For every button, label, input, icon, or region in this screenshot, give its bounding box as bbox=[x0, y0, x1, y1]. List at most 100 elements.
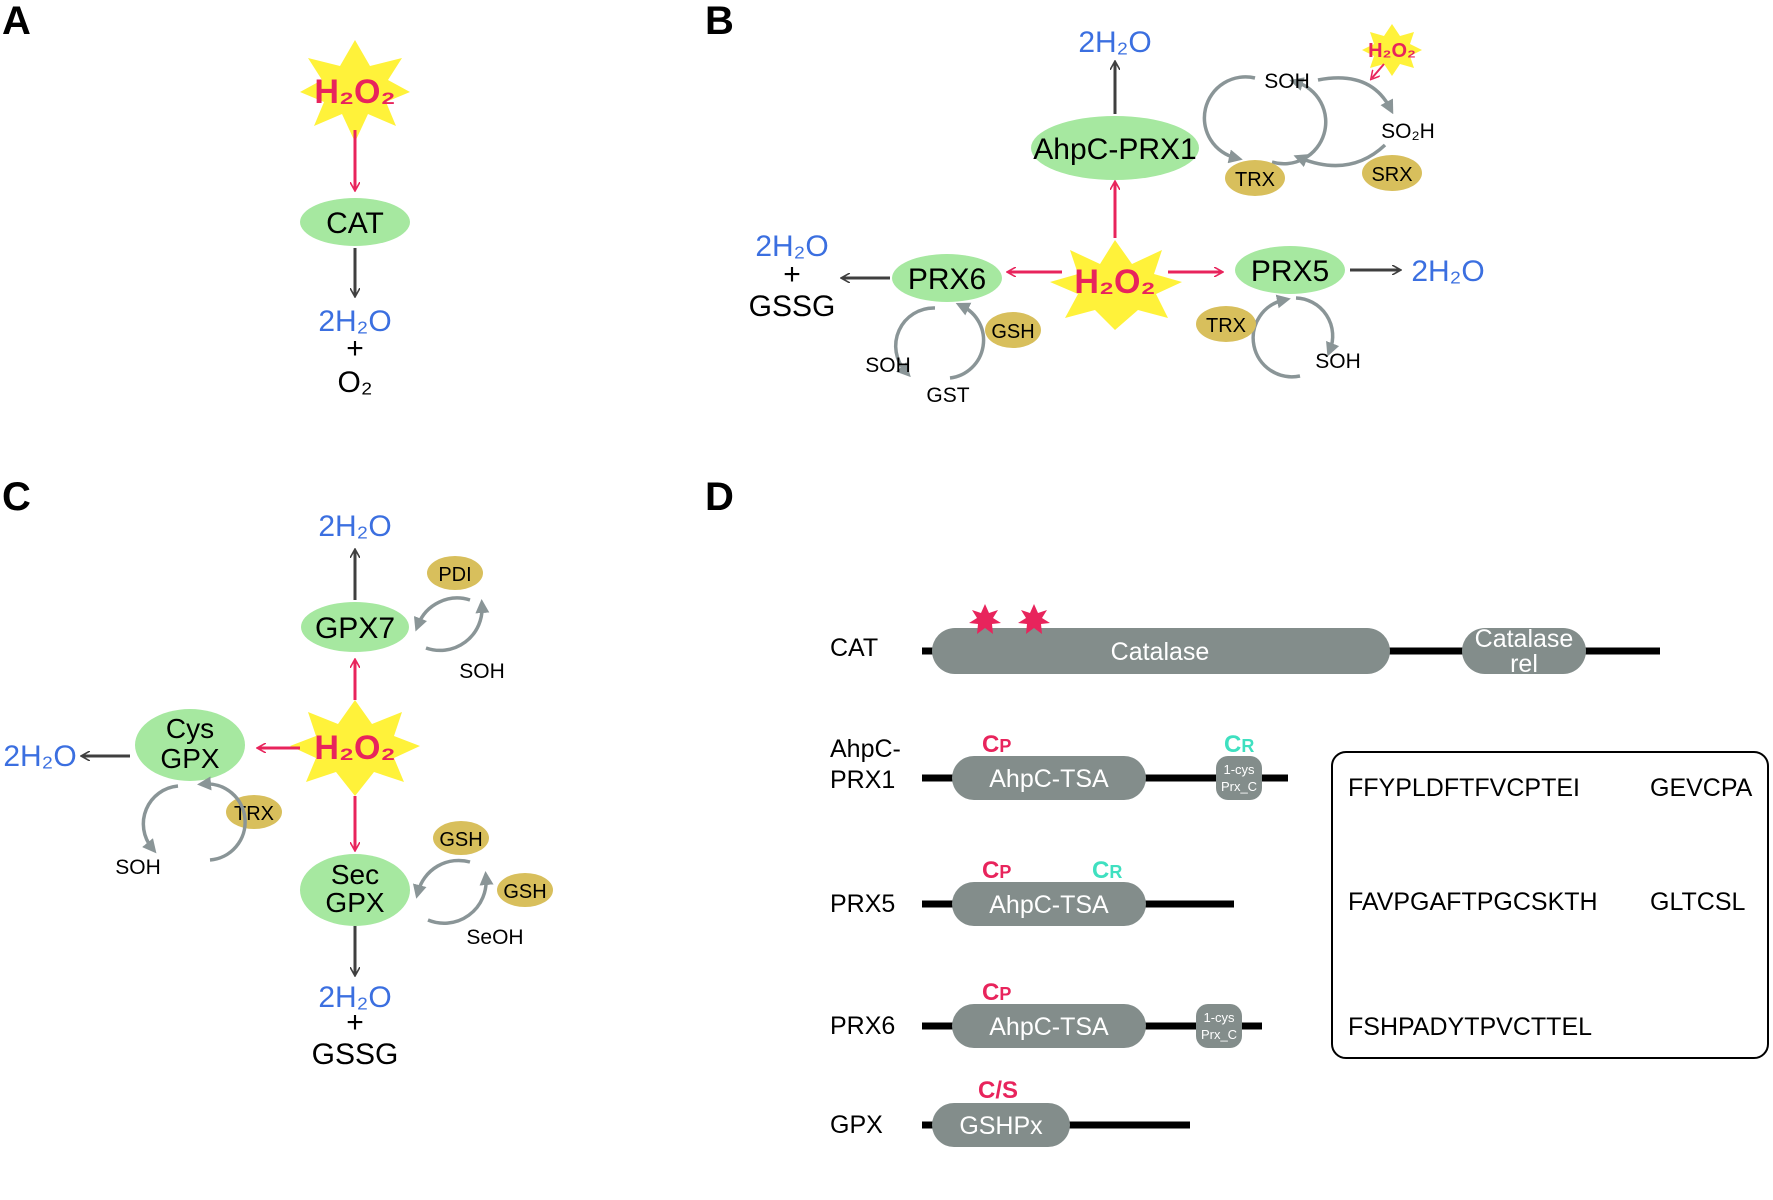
gsh-label-c-2: GSH bbox=[503, 881, 546, 903]
prx5-cr-marker: CR bbox=[1092, 857, 1122, 884]
cycle-gpx7-a bbox=[413, 596, 471, 632]
cat-label: CAT bbox=[326, 207, 384, 240]
ahpc-cr-sub: R bbox=[1241, 736, 1254, 756]
ahpc-cp-sub: P bbox=[999, 736, 1011, 756]
prx6-cp-marker: CP bbox=[982, 979, 1011, 1006]
ahpc-domain-prxc-label-1: 1-cys bbox=[1223, 762, 1255, 777]
ahpc-domain-tsa-label: AhpC-TSA bbox=[989, 765, 1109, 793]
gsh-cofactor-b bbox=[985, 312, 1041, 348]
seq-row3-motif1: FSHPADYTPVCTTEL bbox=[1348, 1013, 1592, 1041]
prx5-cr-c: C bbox=[1092, 857, 1109, 884]
h2o2-label-b: H₂O₂ bbox=[1074, 263, 1155, 301]
gpx-domain-gshpx bbox=[932, 1103, 1070, 1147]
cys-gpx-enzyme bbox=[135, 709, 245, 781]
cycle-cysgpx-b bbox=[197, 776, 247, 862]
prx5-label: PRX5 bbox=[1251, 255, 1329, 288]
h2o2-burst-small-b bbox=[1362, 24, 1422, 76]
cycle-ahpc-right-a bbox=[1317, 76, 1394, 115]
cat-domain-catalase bbox=[932, 628, 1390, 674]
prx5-cp-marker: CP bbox=[982, 857, 1011, 884]
soh-gpx7-c: SOH bbox=[459, 660, 505, 683]
prx5-domain-tsa bbox=[952, 882, 1146, 926]
cycle-secgpx-a bbox=[412, 858, 471, 899]
panel-b: B H₂O₂ AhpC-PRX1 2H₂O PRX6 2H₂O + GSSG P… bbox=[705, 0, 1485, 407]
prx5-cr-sub: R bbox=[1109, 862, 1122, 882]
ahpc-domain-tsa bbox=[952, 756, 1146, 800]
arrow-small-h2o2 bbox=[1372, 63, 1385, 78]
sequence-box bbox=[1331, 751, 1769, 1059]
ahpc-prx1-enzyme bbox=[1031, 116, 1199, 180]
prx6-domain-prxc-label-1: 1-cys bbox=[1203, 1010, 1235, 1025]
soh-cys-c: SOH bbox=[115, 856, 161, 879]
gsh-cofactor-c-1 bbox=[433, 821, 489, 855]
prx6-enzyme bbox=[892, 254, 1002, 302]
gsh-label-c-1: GSH bbox=[439, 829, 482, 851]
h2o2-burst-a bbox=[300, 40, 410, 142]
panel-a: A H₂O₂ CAT 2H₂O + O₂ bbox=[2, 0, 410, 399]
h2o2-label-a: H₂O₂ bbox=[314, 73, 395, 111]
panel-letter-b: B bbox=[705, 0, 734, 43]
cycle-cysgpx-a bbox=[141, 784, 179, 854]
cat-domain-rel-label-2: rel bbox=[1510, 650, 1538, 678]
cycle-ahpc-right-b bbox=[1293, 143, 1387, 168]
pdi-label: PDI bbox=[438, 564, 471, 586]
cycle-gpx7-b bbox=[425, 599, 490, 653]
cat-star-2 bbox=[1018, 604, 1050, 634]
prx6-label: PRX6 bbox=[908, 263, 986, 296]
prx5-domain-tsa-label: AhpC-TSA bbox=[989, 891, 1109, 919]
prx5-cp-c: C bbox=[982, 857, 999, 884]
seq-row2-motif1: FAVPGAFTPGCSKTH bbox=[1348, 888, 1598, 916]
soh-top-b: SOH bbox=[1264, 70, 1310, 93]
water-a: 2H₂O bbox=[318, 305, 391, 338]
ahpc-row-label-1: AhpC- bbox=[830, 735, 901, 763]
ahpc-prx1-label: AhpC-PRX1 bbox=[1033, 133, 1196, 166]
cycle-ahpc-left-b bbox=[1271, 77, 1328, 166]
cys-gpx-label-2: GPX bbox=[160, 743, 219, 774]
gssg-left-b: GSSG bbox=[749, 290, 836, 323]
panel-letter-a: A bbox=[2, 0, 31, 43]
gpx7-label: GPX7 bbox=[315, 612, 395, 645]
water-left-b: 2H₂O bbox=[755, 230, 828, 263]
panel-d: D CAT Catalase Catalase rel AhpC- PRX1 A… bbox=[705, 475, 1769, 1147]
pdi-cofactor bbox=[427, 556, 483, 590]
cycle-prx5-b bbox=[1251, 294, 1301, 379]
prx5-row-label: PRX5 bbox=[830, 890, 895, 918]
srx-label: SRX bbox=[1371, 164, 1412, 186]
ahpc-domain-prxc bbox=[1216, 756, 1262, 800]
cat-star-1 bbox=[969, 604, 1001, 634]
soh-prx6-b: SOH bbox=[865, 354, 911, 377]
sec-gpx-label-2: GPX bbox=[325, 887, 384, 918]
h2o2-burst-b bbox=[1050, 240, 1182, 330]
cycle-ahpc-left-a bbox=[1202, 75, 1256, 164]
cycle-prx6-b bbox=[949, 302, 986, 380]
ahpc-cp-c: C bbox=[982, 731, 999, 758]
ahpc-row-label-2: PRX1 bbox=[830, 766, 895, 794]
seoh-c: SeOH bbox=[466, 926, 523, 949]
prx6-domain-prxc bbox=[1196, 1004, 1242, 1048]
h2o2-small-label-b: H₂O₂ bbox=[1368, 40, 1416, 62]
sec-gpx-enzyme bbox=[300, 854, 410, 926]
gsh-label-b: GSH bbox=[991, 321, 1034, 343]
panel-letter-c: C bbox=[2, 475, 31, 519]
gst-b: GST bbox=[926, 384, 969, 407]
water-top-c: 2H₂O bbox=[318, 510, 391, 543]
prx6-domain-tsa-label: AhpC-TSA bbox=[989, 1013, 1109, 1041]
trx-top-label: TRX bbox=[1235, 169, 1275, 191]
gpx-cs-marker: C/S bbox=[978, 1077, 1018, 1104]
cat-enzyme bbox=[300, 198, 410, 246]
cat-domain-catalase-rel bbox=[1462, 628, 1586, 674]
gpx-domain-gshpx-label: GSHPx bbox=[959, 1112, 1043, 1140]
ahpc-cr-marker: CR bbox=[1224, 731, 1254, 758]
cycle-prx5-a bbox=[1295, 296, 1340, 357]
soh-prx5-b: SOH bbox=[1315, 350, 1361, 373]
seq-row1-motif2: GEVCPA bbox=[1650, 774, 1753, 802]
cys-gpx-label-1: Cys bbox=[166, 713, 214, 744]
plus-a: + bbox=[346, 332, 364, 365]
srx-cofactor bbox=[1362, 155, 1422, 191]
h2o2-label-c: H₂O₂ bbox=[314, 729, 395, 767]
prx6-row-label: PRX6 bbox=[830, 1012, 895, 1040]
seq-row1-motif1: FFYPLDFTFVCPTEI bbox=[1348, 774, 1580, 802]
trx-prx5-cofactor bbox=[1196, 306, 1256, 342]
prx5-enzyme bbox=[1235, 246, 1345, 294]
